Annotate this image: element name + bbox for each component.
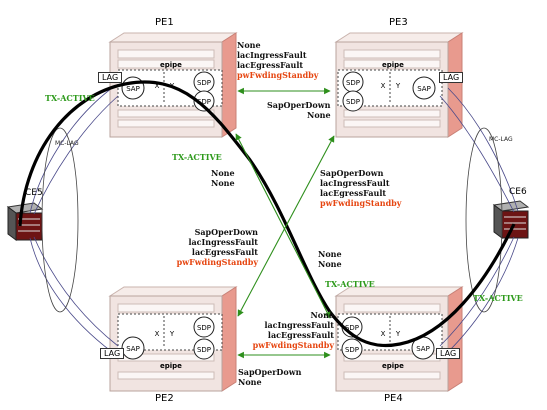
pe4-upper-2: None [318, 259, 342, 269]
pe4-upper-status: None None [318, 249, 342, 269]
pe1-sap-label: SAP [126, 85, 140, 93]
tx-active-center-top: TX-ACTIVE [172, 152, 222, 162]
pe4-status: None lacIngressFault lacEgressFault pwFw… [246, 310, 334, 350]
pe2-upper-2: lacIngressFault [188, 237, 258, 247]
lag-links [29, 87, 519, 353]
pe2-upper-status: SapOperDown lacIngressFault lacEgressFau… [170, 227, 258, 267]
pe2-status-1: SapOperDown [238, 367, 302, 377]
pe4-y: Y [395, 330, 401, 338]
center-right-4: pwFwdingStandby [320, 198, 402, 208]
mc-lag-left: MC-LAG [55, 140, 79, 147]
pw-arrows [235, 87, 335, 359]
pe2-title: PE2 [155, 393, 174, 404]
pe4-sap-label: SAP [416, 345, 430, 353]
ce6-title: CE6 [509, 187, 527, 197]
pe1-sdp-2 [193, 90, 215, 112]
pe2-upper-1: SapOperDown [194, 227, 258, 237]
pe2-sap-label: SAP [126, 345, 140, 353]
pe4-sdp-label-2: SDP [345, 346, 359, 354]
pe1-sdp-label-2: SDP [197, 98, 211, 106]
pe3-sap-label: SAP [417, 85, 431, 93]
pe2-upper-3: lacEgressFault [191, 247, 258, 257]
pe4-status-1: None [310, 310, 334, 320]
pe3-sap [412, 76, 436, 100]
pe2-y: Y [169, 330, 175, 338]
pe2-sdp-label-2: SDP [197, 346, 211, 354]
pe4-status-3: lacEgressFault [267, 330, 334, 340]
pe1-status-1: None [237, 40, 261, 50]
pe1-status-4: pwFwdingStandby [237, 70, 319, 80]
pe4-title: PE4 [384, 393, 403, 404]
tx-active-right: TX-ACTIVE [473, 293, 523, 303]
pe2-sdp-1 [193, 316, 215, 338]
center-left-2: None [211, 178, 235, 188]
pe3-x: X [381, 82, 386, 90]
pe3-router [334, 32, 464, 138]
pe1-epipe: epipe [160, 61, 182, 69]
pe1-router [108, 32, 238, 138]
pe3-y: Y [395, 82, 401, 90]
pe2-sdp-label-1: SDP [197, 324, 211, 332]
pe4-sdp-label-1: SDP [345, 324, 359, 332]
pe2-epipe: epipe [160, 362, 182, 370]
pe3-status-2: None [307, 110, 331, 120]
pe3-sdp-2 [342, 90, 364, 112]
pe4-router [334, 286, 464, 392]
center-right-3: lacEgressFault [320, 188, 387, 198]
pe1-lag-box: LAG [98, 72, 123, 83]
pe4-x: X [381, 330, 386, 338]
mc-lag-left-ellipse [41, 127, 79, 313]
center-left-1: None [211, 168, 235, 178]
pe2-status: SapOperDown None [238, 367, 301, 387]
pe1-status-2: lacIngressFault [237, 50, 307, 60]
center-left-status: None None [211, 168, 235, 188]
pe4-epipe: epipe [382, 362, 404, 370]
pe1-sdp-label-1: SDP [197, 79, 211, 87]
pe1-y: Y [169, 82, 175, 90]
center-right-1: SapOperDown [320, 168, 384, 178]
pe3-title: PE3 [389, 17, 408, 28]
pe2-upper-4: pwFwdingStandby [176, 257, 258, 267]
pe2-sdp-2 [193, 338, 215, 360]
ce5-title: CE5 [25, 188, 43, 198]
pe3-lag-box: LAG [439, 72, 464, 83]
pe1-status-3: lacEgressFault [237, 60, 304, 70]
pe2-router [108, 286, 238, 392]
pe4-lag-box: LAG [436, 348, 461, 359]
pe2-status-2: None [238, 377, 262, 387]
center-right-status: SapOperDown lacIngressFault lacEgressFau… [320, 168, 401, 208]
mc-lag-right-ellipse [465, 127, 503, 313]
pe1-status: None lacIngressFault lacEgressFault pwFw… [237, 40, 318, 80]
pe3-status-1: SapOperDown [267, 100, 331, 110]
pe1-title: PE1 [155, 17, 174, 28]
pe4-sdp-2 [341, 338, 363, 360]
pe2-x: X [155, 330, 160, 338]
pe3-epipe: epipe [382, 61, 404, 69]
pe3-status: SapOperDown None [267, 100, 331, 120]
pe4-status-2: lacIngressFault [264, 320, 334, 330]
pe3-sdp-label-2: SDP [346, 98, 360, 106]
pe4-status-4: pwFwdingStandby [252, 340, 334, 350]
pe1-x: X [155, 82, 160, 90]
pe3-sdp-label-1: SDP [346, 79, 360, 87]
tx-active-left: TX-ACTIVE [45, 93, 95, 103]
center-right-2: lacIngressFault [320, 178, 390, 188]
pe4-upper-1: None [318, 249, 342, 259]
pe2-lag-box: LAG [100, 348, 125, 359]
mc-lag-right: MC-LAG [489, 136, 513, 143]
tx-active-center-bottom: TX-ACTIVE [325, 279, 375, 289]
